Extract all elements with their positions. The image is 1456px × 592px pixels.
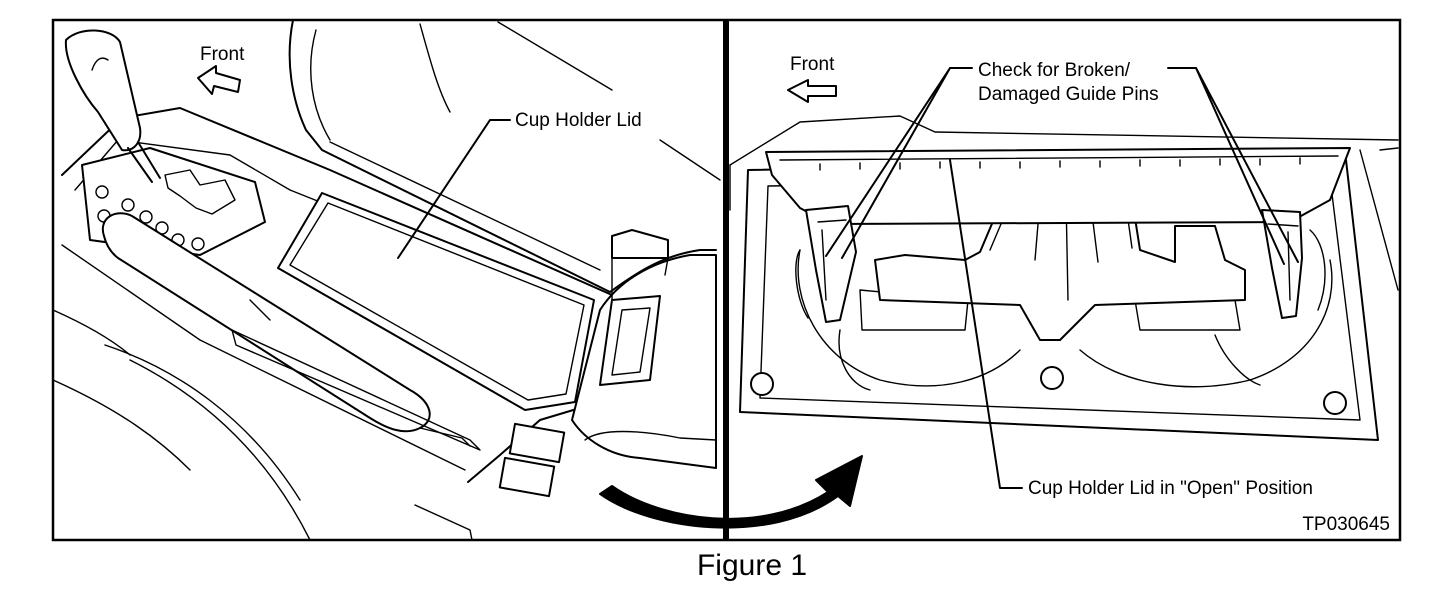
open-cup-holder-lid — [765, 147, 1351, 225]
seat-outline — [288, 19, 717, 293]
guide-pins-label-line1: Check for Broken/ — [978, 60, 1131, 81]
figure-caption: Figure 1 — [697, 549, 807, 582]
cup-holder-lid-label: Cup Holder Lid — [515, 110, 642, 131]
gear-shift-knob — [64, 29, 142, 152]
transition-arrow — [599, 455, 863, 529]
console-switch-lower — [498, 456, 556, 498]
right-panel: Front Check for Broken/ Damaged Guide Pi… — [729, 54, 1399, 535]
guide-pins-label-line2: Damaged Guide Pins — [978, 84, 1159, 105]
armrest-latch — [599, 295, 661, 386]
front-arrow-right — [787, 79, 837, 103]
guide-pin-left — [805, 205, 857, 323]
cup-holder-lid — [277, 192, 595, 411]
guide-pins-leader-left — [825, 67, 973, 259]
left-panel: Front Cup Holder Lid — [52, 19, 721, 541]
drawing-code: TP030645 — [1302, 514, 1390, 535]
mount-bump-left — [750, 372, 774, 396]
mount-bump-right — [1323, 391, 1347, 415]
front-arrow-left — [197, 65, 241, 95]
cup-well-left — [797, 249, 1021, 387]
cup-holder-center-divider — [874, 185, 1246, 341]
cup-holder-lid-leader — [397, 119, 511, 259]
front-label-right: Front — [790, 54, 835, 75]
front-label-left: Front — [200, 44, 245, 65]
mount-bump-center — [1040, 366, 1064, 390]
console-switch-upper — [508, 422, 566, 464]
open-position-leader — [949, 159, 1023, 489]
open-position-label: Cup Holder Lid in "Open" Position — [1028, 478, 1313, 499]
guide-pins-leader-right — [1167, 67, 1299, 265]
